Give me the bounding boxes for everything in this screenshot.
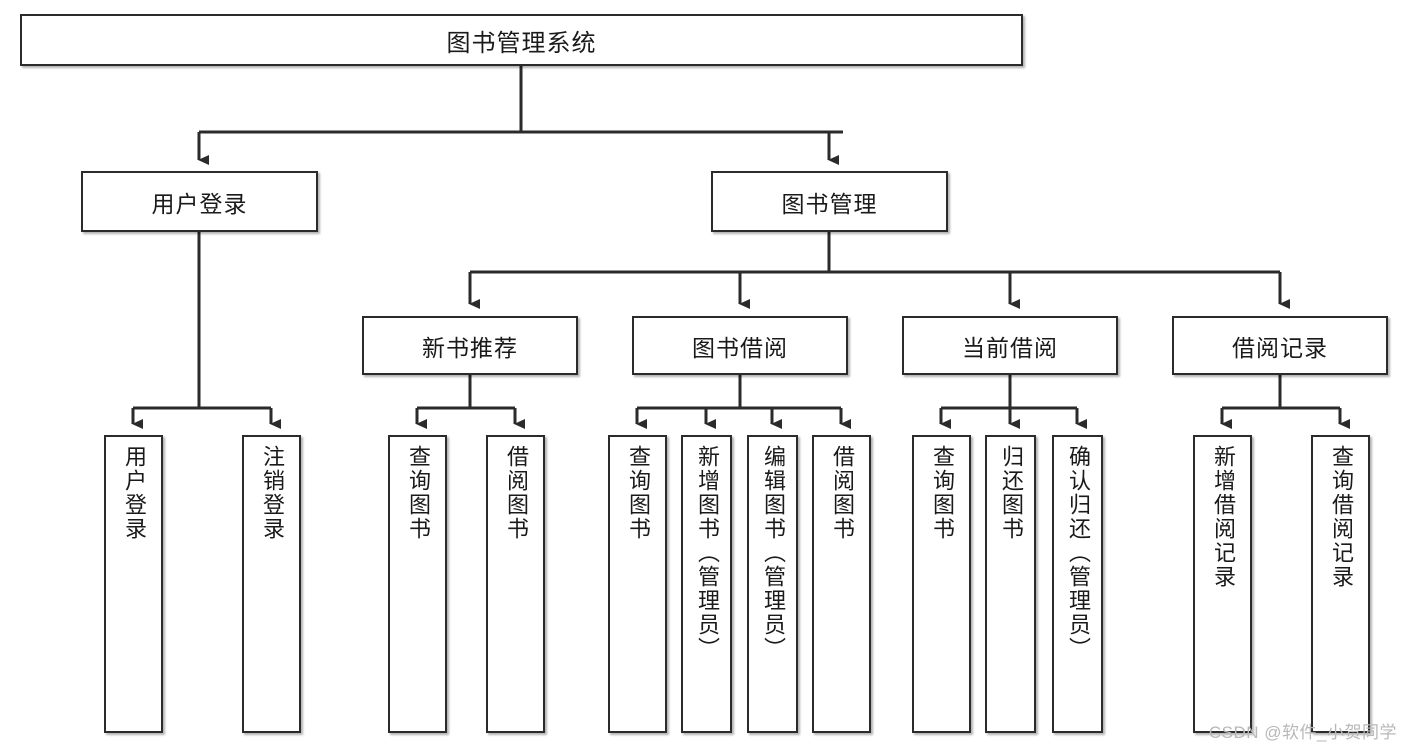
leaf-add-book-admin[interactable]: 新增图书（管理员） <box>681 435 732 733</box>
leaf-borrow-books-rec[interactable]: 借阅图书 <box>486 435 545 733</box>
node-current-borrowing[interactable]: 当前借阅 <box>902 316 1118 375</box>
leaf-label: 用户登录 <box>121 445 147 541</box>
node-book-borrowing[interactable]: 图书借阅 <box>632 316 848 375</box>
node-book-management[interactable]: 图书管理 <box>711 171 948 232</box>
watermark: CSDN @软件_小贺同学 <box>1208 723 1397 742</box>
leaf-label: 新增借阅记录 <box>1210 445 1236 589</box>
leaf-label: 编辑图书（管理员） <box>760 445 786 661</box>
leaf-label: 借阅图书 <box>503 445 529 541</box>
leaf-label: 借阅图书 <box>829 445 855 541</box>
node-new-book-recommendation[interactable]: 新书推荐 <box>362 316 578 375</box>
leaf-label: 确认归还（管理员） <box>1065 445 1091 661</box>
leaf-label: 新增图书（管理员） <box>694 445 720 661</box>
leaf-label: 查询借阅记录 <box>1328 445 1354 589</box>
leaf-return-books[interactable]: 归还图书 <box>985 435 1036 733</box>
leaf-query-books-borrow[interactable]: 查询图书 <box>608 435 667 733</box>
leaf-logout[interactable]: 注销登录 <box>242 435 301 733</box>
leaf-label: 查询图书 <box>929 445 955 541</box>
leaf-edit-book-admin[interactable]: 编辑图书（管理员） <box>747 435 798 733</box>
leaf-query-borrow-record[interactable]: 查询借阅记录 <box>1311 435 1370 733</box>
leaf-label: 查询图书 <box>625 445 651 541</box>
node-user-login[interactable]: 用户登录 <box>81 171 318 232</box>
leaf-borrow-books[interactable]: 借阅图书 <box>812 435 871 733</box>
node-borrow-records[interactable]: 借阅记录 <box>1172 316 1388 375</box>
leaf-confirm-return-admin[interactable]: 确认归还（管理员） <box>1052 435 1103 733</box>
leaf-label: 查询图书 <box>405 445 431 541</box>
leaf-query-books-current[interactable]: 查询图书 <box>912 435 971 733</box>
leaf-user-login[interactable]: 用户登录 <box>104 435 163 733</box>
leaf-label: 注销登录 <box>259 445 285 541</box>
leaf-query-books-rec[interactable]: 查询图书 <box>388 435 447 733</box>
node-root-book-management-system[interactable]: 图书管理系统 <box>20 14 1023 66</box>
leaf-label: 归还图书 <box>998 445 1024 541</box>
leaf-add-borrow-record[interactable]: 新增借阅记录 <box>1193 435 1252 733</box>
